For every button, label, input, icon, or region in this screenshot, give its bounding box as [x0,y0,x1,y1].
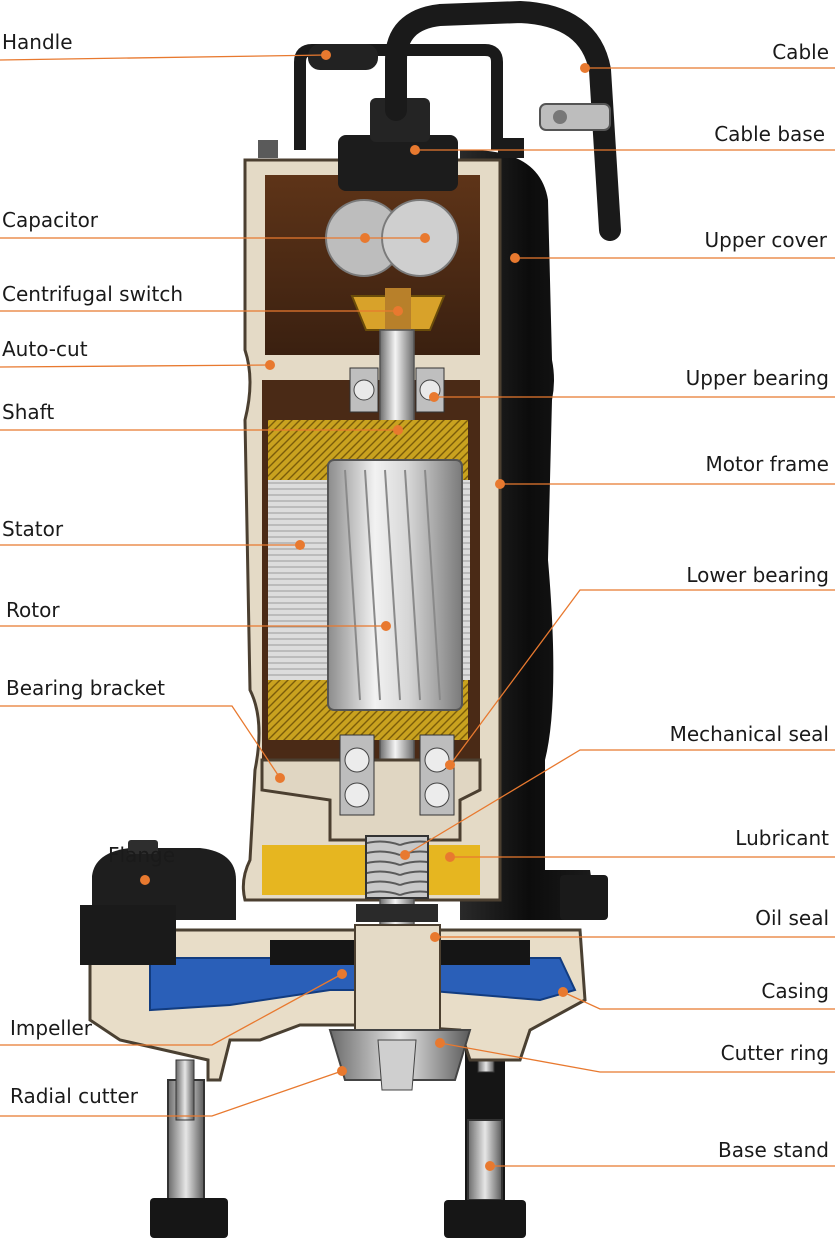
label-handle: Handle [2,30,73,54]
label-cutter-ring: Cutter ring [720,1041,829,1065]
label-upper-bearing: Upper bearing [685,366,829,390]
impeller [354,924,441,1041]
cable [385,0,621,241]
leader-lines [0,54,835,1167]
oil-seal [356,904,438,922]
label-flange: Flange [108,843,175,867]
label-oil-seal: Oil seal [755,906,829,930]
label-mechanical-seal: Mechanical seal [669,722,829,746]
flange [80,840,236,965]
label-bearing-bracket: Bearing bracket [6,676,165,700]
label-base-stand: Base stand [718,1138,829,1162]
label-cable: Cable [772,40,829,64]
label-shaft: Shaft [2,400,55,424]
label-impeller: Impeller [10,1016,93,1040]
label-lower-bearing: Lower bearing [686,563,829,587]
lower-bearing [339,734,455,816]
mechanical-seal [365,835,429,899]
upper-bearing [349,367,445,413]
label-lubricant: Lubricant [735,826,829,850]
label-cable-base: Cable base [714,122,825,146]
rotor [327,459,463,711]
indicator-dots [140,50,590,1171]
radial-cutter [328,1029,472,1091]
label-capacitor: Capacitor [2,208,99,232]
label-casing: Casing [761,979,829,1003]
label-centrifugal-switch: Centrifugal switch [2,282,183,306]
label-motor-frame: Motor frame [705,452,829,476]
label-upper-cover: Upper cover [704,228,827,252]
label-auto-cut: Auto-cut [2,337,88,361]
label-rotor: Rotor [6,598,60,622]
label-radial-cutter: Radial cutter [10,1084,139,1108]
left-base-stand [150,1059,228,1238]
label-stator: Stator [2,517,64,541]
